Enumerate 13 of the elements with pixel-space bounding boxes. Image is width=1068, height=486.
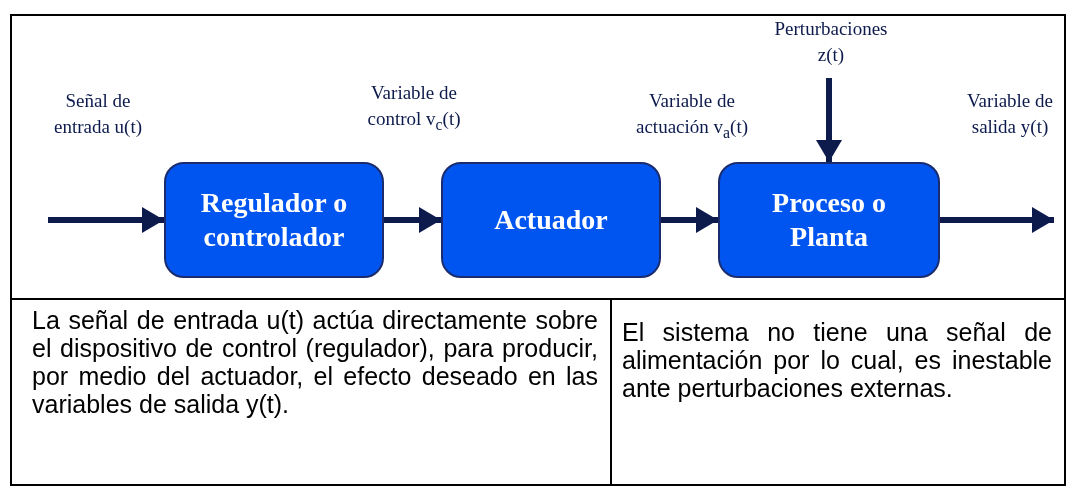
process-box (718, 162, 940, 278)
box-label: Regulador o controlador (199, 186, 349, 254)
description-text: El sistema no tiene una señal de alimentación por lo cual, es inestable ante perturbaciones externas. (622, 318, 1052, 402)
box-label: Proceso o Planta (771, 186, 887, 254)
box-label: Actuador (493, 203, 609, 237)
arrow (384, 207, 441, 233)
arrow (816, 78, 842, 162)
arrow (940, 207, 1054, 233)
arrow (48, 207, 164, 233)
arrow (661, 207, 718, 233)
process-box (164, 162, 384, 278)
description-text: La señal de entrada u(t) actúa directamente sobre el dispositivo de control (regulador), para producir, por medio del actuador, el efecto deseado en las variables de salida y(t). (32, 306, 598, 418)
process-box (441, 162, 661, 278)
